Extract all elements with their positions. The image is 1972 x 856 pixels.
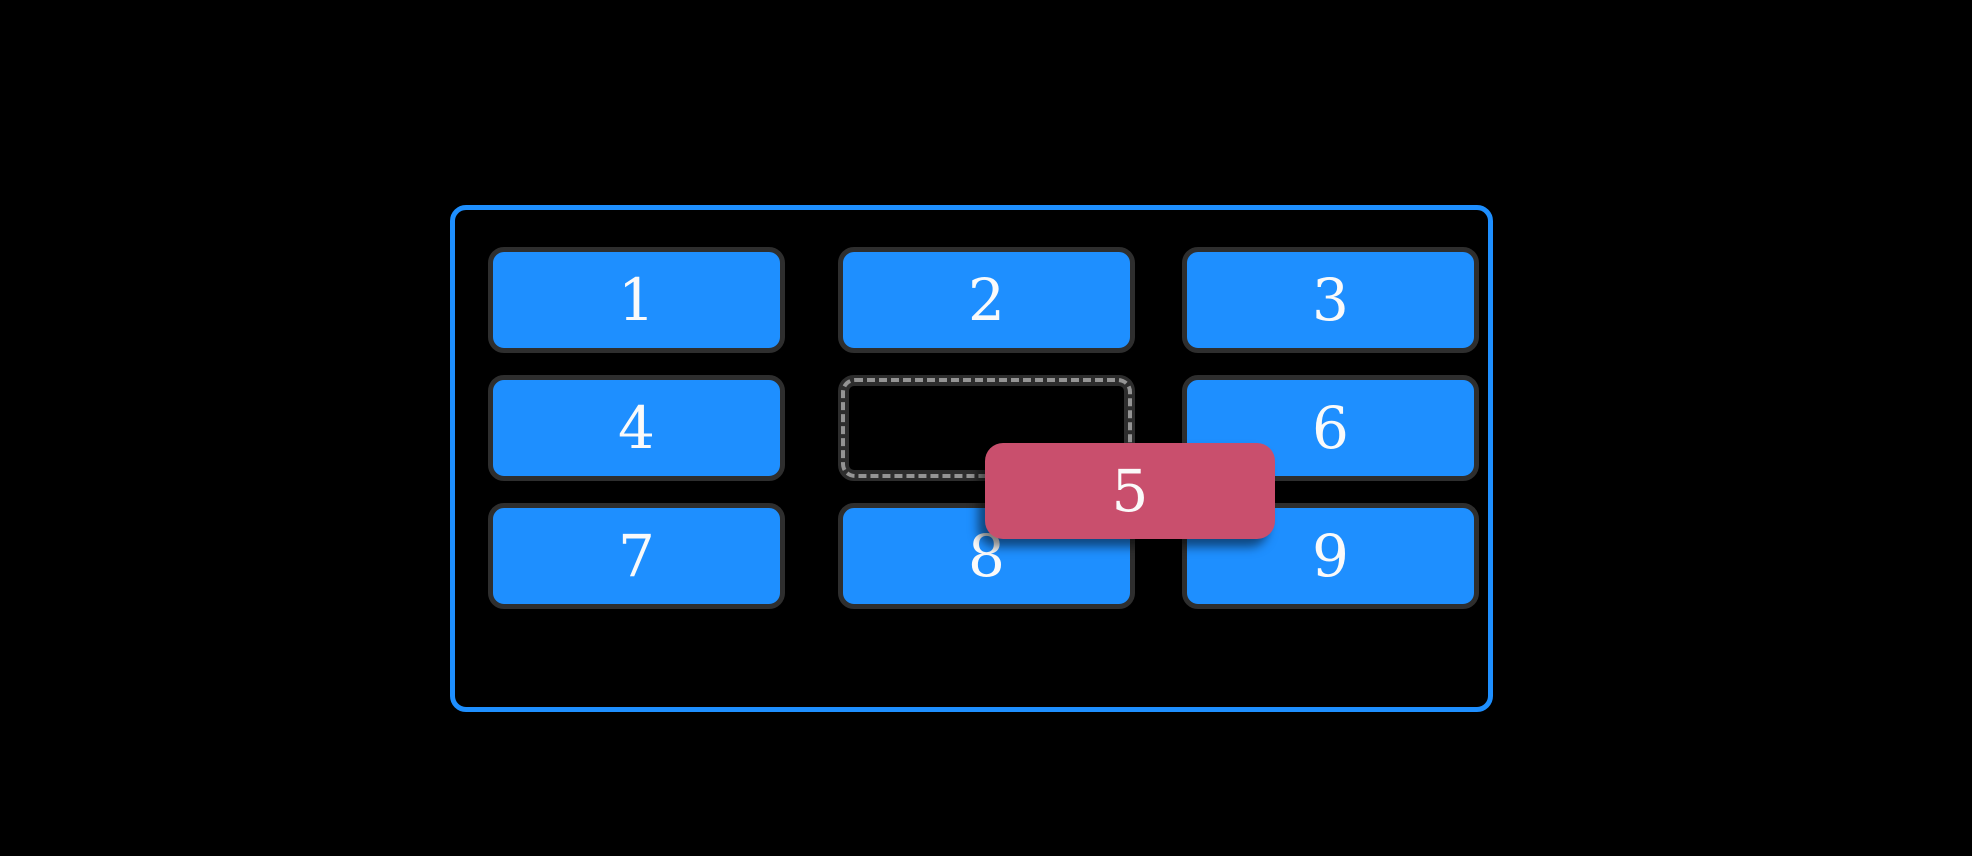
tile-3[interactable]: 3 [1182, 247, 1479, 353]
tile-7[interactable]: 7 [488, 503, 785, 609]
tile-5-dragging[interactable]: 5 [985, 443, 1275, 539]
tile-2[interactable]: 2 [838, 247, 1135, 353]
tile-4[interactable]: 4 [488, 375, 785, 481]
tile-1[interactable]: 1 [488, 247, 785, 353]
drag-drop-board: 1 2 3 4 6 7 8 9 5 [450, 205, 1493, 712]
